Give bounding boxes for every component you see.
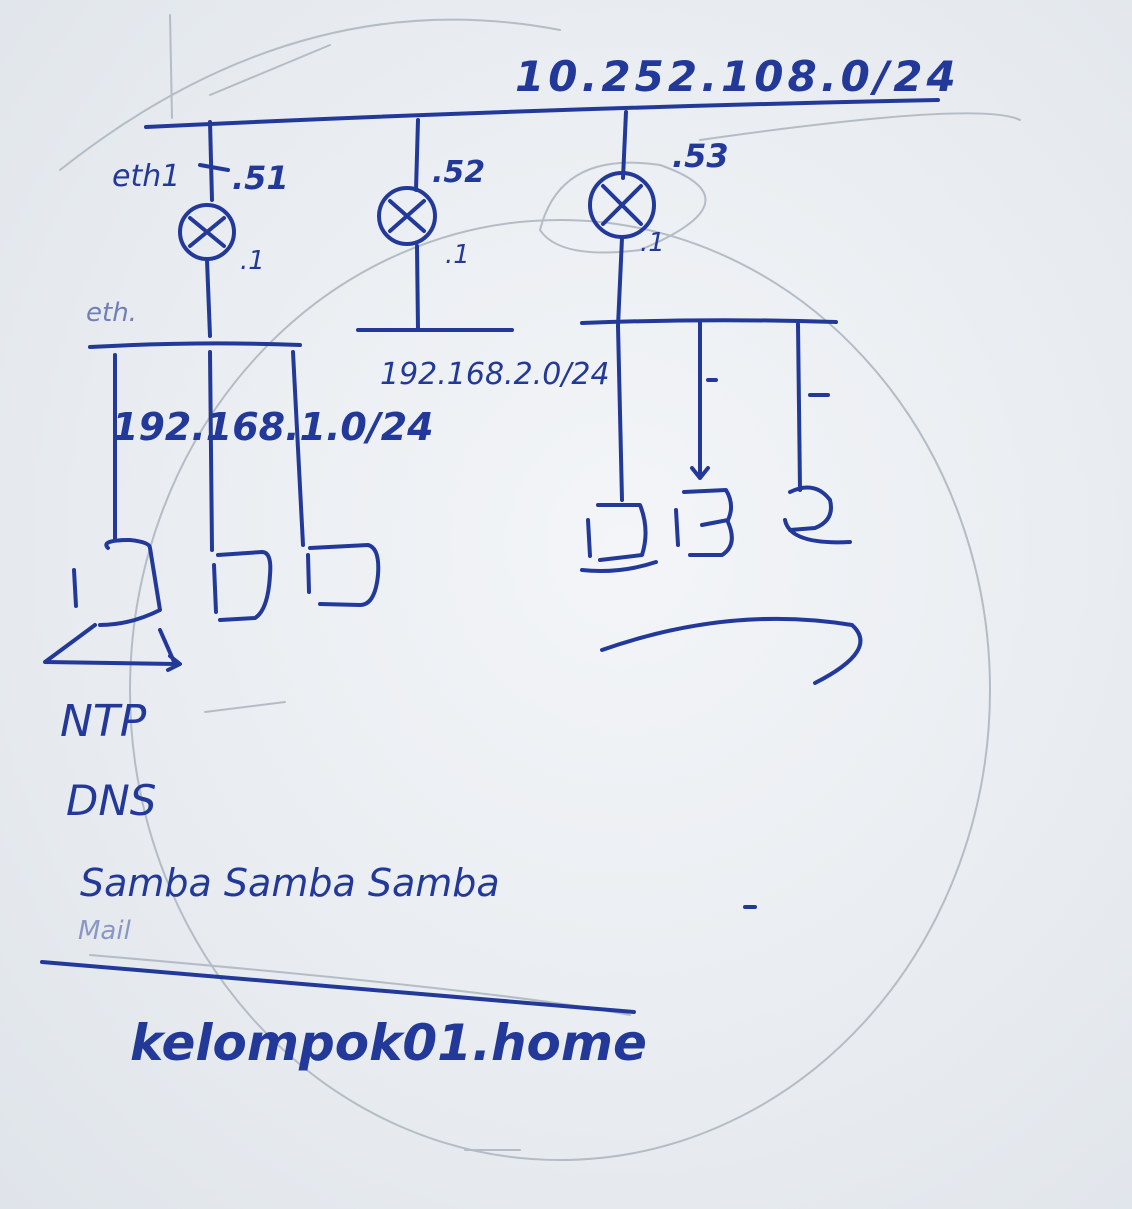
domain-name-label: kelompok01.home	[130, 1014, 647, 1072]
lan1-server	[43, 538, 182, 672]
router-1-interface-top: eth1	[112, 159, 181, 194]
router-1	[178, 120, 236, 338]
router-3-lan-ip: .1	[640, 228, 665, 258]
service-dns: DNS	[66, 776, 157, 825]
lan3-client-1	[580, 503, 658, 573]
faint-dash	[204, 701, 286, 713]
backbone-network-label: 10.252.108.0/24	[515, 52, 960, 101]
underline-arc	[600, 616, 863, 685]
lan3-client-3	[783, 485, 852, 545]
backbone-line	[144, 98, 940, 129]
router-1-lan-ip: .1	[240, 246, 265, 276]
router-2	[377, 118, 437, 332]
lan1-network-label: 192.168.1.0/24	[112, 405, 434, 449]
lan1-segment	[88, 341, 305, 552]
ghost-marks	[59, 14, 1021, 1161]
router-2-ip-suffix: .52	[432, 155, 486, 190]
router-1-ip-suffix: .51	[232, 159, 289, 197]
lan3-segment	[580, 318, 838, 502]
service-mail: Mail	[78, 916, 131, 946]
router-3-ip-suffix: .53	[672, 137, 729, 175]
service-ntp: NTP	[60, 696, 147, 747]
divider-line	[40, 960, 636, 1014]
router-2-lan-ip: .1	[445, 240, 470, 270]
lan2-network-label: 192.168.2.0/24	[380, 357, 610, 392]
lan1-client-2	[212, 550, 273, 622]
lan3-client-2	[674, 488, 734, 557]
router-1-interface-bottom: eth.	[86, 298, 137, 328]
lan1-client-3	[306, 543, 381, 607]
service-samba: Samba Samba Samba	[80, 861, 500, 905]
router-3	[588, 110, 656, 328]
